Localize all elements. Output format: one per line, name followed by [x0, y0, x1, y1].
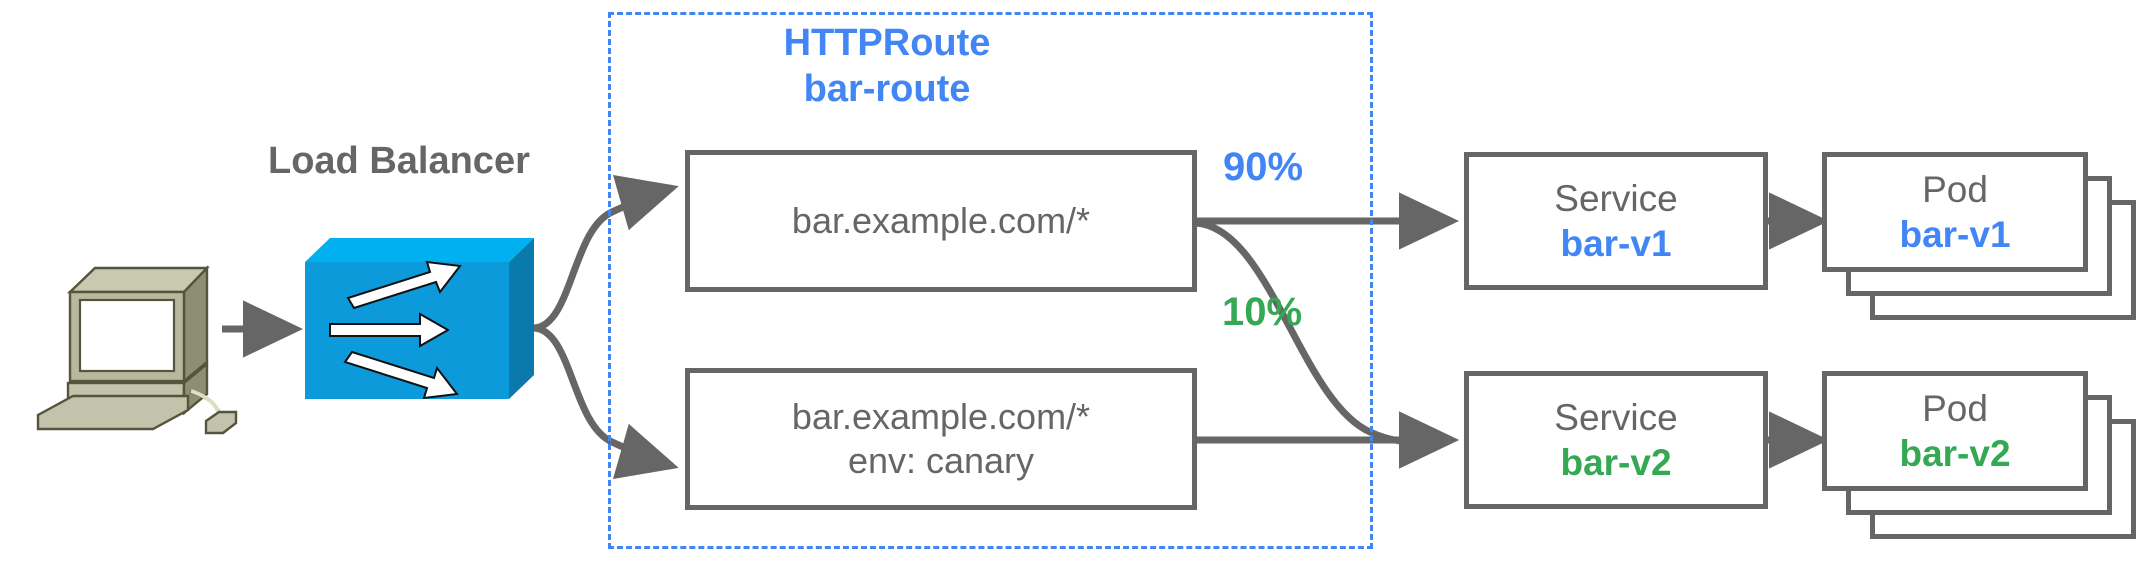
pod-v1-replica-1[interactable]: Pod bar-v1	[1822, 152, 2088, 272]
pod-stack-bar-v2[interactable]: Pod bar-v2	[1822, 371, 2142, 541]
pod-v2-kind: Pod	[1922, 387, 1988, 429]
pod-v1-kind: Pod	[1922, 168, 1988, 210]
route-primary-line1: bar.example.com/*	[791, 200, 1091, 242]
weight-label-90: 90%	[1223, 145, 1304, 189]
pod-stack-bar-v1[interactable]: Pod bar-v1	[1822, 152, 2142, 322]
service-v2-kind: Service	[1554, 396, 1678, 438]
httproute-kind-label: HTTPRoute	[783, 22, 991, 64]
pod-v1-name: bar-v1	[1899, 214, 2011, 255]
pod-v2-replica-1[interactable]: Pod bar-v2	[1822, 371, 2088, 491]
route-canary-line2: env: canary	[847, 440, 1035, 481]
service-v1-kind: Service	[1554, 177, 1678, 219]
httproute-name-label: bar-route	[803, 68, 971, 110]
route-match-box-canary[interactable]: bar.example.com/* env: canary	[685, 368, 1197, 510]
service-box-bar-v1[interactable]: Service bar-v1	[1464, 152, 1768, 290]
load-balancer-title: Load Balancer	[268, 140, 530, 182]
arrow-lb-to-route-canary	[533, 324, 679, 479]
route-canary-line1: bar.example.com/*	[791, 396, 1091, 438]
desktop-computer-icon	[36, 265, 238, 435]
weight-label-10: 10%	[1222, 290, 1303, 334]
httproute-group-frame	[608, 12, 1373, 549]
load-balancer-icon[interactable]	[305, 238, 534, 400]
service-v1-name: bar-v1	[1560, 223, 1672, 264]
arrow-lb-to-route-primary	[533, 175, 679, 332]
service-v2-name: bar-v2	[1560, 442, 1672, 483]
service-box-bar-v2[interactable]: Service bar-v2	[1464, 371, 1768, 509]
route-match-box-primary[interactable]: bar.example.com/*	[685, 150, 1197, 292]
pod-v2-name: bar-v2	[1899, 433, 2011, 474]
